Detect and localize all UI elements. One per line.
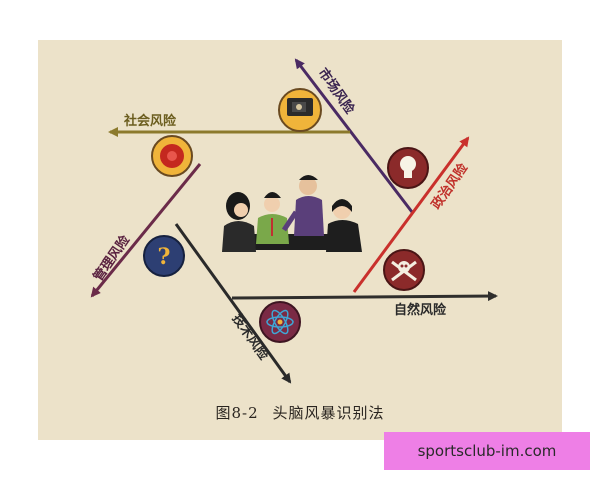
watermark-banner: sportsclub-im.com [384,432,590,470]
figure-title: 头脑风暴识别法 [272,404,385,422]
natural-risk-label: 自然风险 [394,302,447,318]
hand-holding-money-icon [278,88,322,132]
question-mark-icon: ? [143,235,185,277]
bell-alarm-icon [151,135,193,177]
light-bulb-icon [387,147,429,189]
figure-number: 图8-2 [215,404,259,422]
brainstorm-group-illustration [222,175,362,252]
political-risk-arrow [352,136,470,293]
natural-risk-arrow [231,291,498,302]
management-risk-arrow [90,163,202,298]
figure-caption: 图8-2 头脑风暴识别法 [0,402,600,423]
watermark-text: sportsclub-im.com [417,442,557,460]
market-risk-arrow [294,58,414,213]
svg-text:?: ? [158,244,171,270]
skull-crossbones-icon [383,249,425,291]
technical-risk-arrow [174,223,292,384]
atom-icon [259,301,301,343]
social-risk-label: 社会风险 [123,113,177,129]
